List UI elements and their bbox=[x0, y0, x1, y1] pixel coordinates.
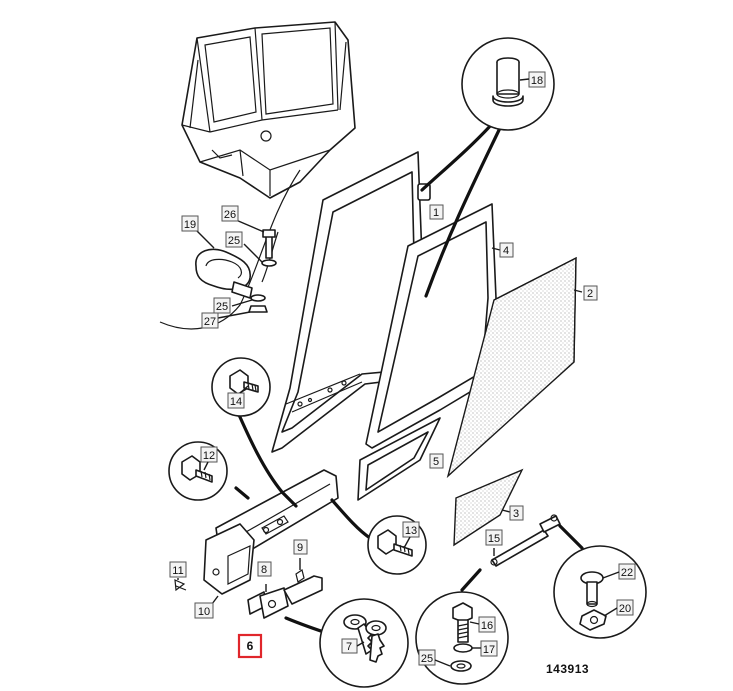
svg-text:3: 3 bbox=[513, 508, 519, 520]
gas-strut bbox=[490, 514, 561, 567]
bush-part bbox=[492, 57, 524, 107]
svg-text:15: 15 bbox=[488, 533, 500, 545]
svg-text:13: 13 bbox=[405, 525, 417, 537]
svg-text:25: 25 bbox=[421, 653, 433, 665]
callout-27: 27 bbox=[201, 312, 219, 329]
callout-7: 7 bbox=[341, 638, 358, 654]
callout-1: 1 bbox=[429, 204, 444, 220]
callout-13: 13 bbox=[402, 521, 420, 538]
detail-arc bbox=[159, 169, 301, 330]
svg-text:25: 25 bbox=[228, 235, 240, 247]
callout-20: 20 bbox=[616, 599, 634, 616]
callout-5: 5 bbox=[429, 453, 444, 469]
svg-text:26: 26 bbox=[224, 209, 236, 221]
callout-19: 19 bbox=[181, 215, 199, 232]
keys-part bbox=[343, 614, 387, 663]
svg-text:25: 25 bbox=[216, 301, 228, 313]
svg-text:19: 19 bbox=[184, 219, 196, 231]
svg-text:14: 14 bbox=[230, 396, 242, 408]
callout-26: 26 bbox=[221, 205, 239, 222]
drawing-number: 143913 bbox=[546, 662, 589, 676]
svg-text:17: 17 bbox=[483, 644, 495, 656]
callout-9: 9 bbox=[293, 539, 308, 555]
svg-text:9: 9 bbox=[297, 542, 303, 554]
pin-part bbox=[579, 571, 607, 631]
callout-25-mid: 25 bbox=[213, 297, 231, 314]
callout-6-highlighted[interactable]: 6 bbox=[237, 633, 263, 659]
callout-4: 4 bbox=[499, 242, 514, 258]
window-frame bbox=[365, 203, 497, 449]
callout-12: 12 bbox=[200, 446, 218, 463]
svg-text:22: 22 bbox=[621, 567, 633, 579]
svg-text:16: 16 bbox=[481, 620, 493, 632]
svg-text:18: 18 bbox=[531, 75, 543, 87]
bolt-12-part bbox=[181, 455, 213, 483]
lower-glass bbox=[453, 468, 524, 547]
svg-text:8: 8 bbox=[261, 564, 267, 576]
svg-text:6: 6 bbox=[247, 639, 254, 653]
svg-text:20: 20 bbox=[619, 603, 631, 615]
bolt-washer-part bbox=[450, 602, 473, 672]
callout-22: 22 bbox=[618, 563, 636, 580]
svg-text:11: 11 bbox=[172, 565, 183, 577]
svg-text:1: 1 bbox=[433, 207, 439, 219]
svg-text:2: 2 bbox=[587, 288, 593, 300]
bolt-14-part bbox=[229, 369, 259, 395]
callout-14: 14 bbox=[227, 392, 245, 409]
svg-text:4: 4 bbox=[503, 245, 509, 257]
screw bbox=[174, 579, 187, 592]
callout-11: 11 bbox=[169, 561, 187, 578]
svg-text:12: 12 bbox=[203, 450, 215, 462]
svg-text:5: 5 bbox=[433, 456, 439, 468]
callout-10: 10 bbox=[194, 602, 214, 619]
hinge-detail bbox=[195, 219, 277, 319]
callout-2: 2 bbox=[583, 285, 598, 301]
callout-25-bottom: 25 bbox=[418, 649, 436, 666]
callout-8: 8 bbox=[257, 561, 272, 577]
svg-text:27: 27 bbox=[204, 316, 216, 328]
callout-3: 3 bbox=[509, 505, 524, 521]
svg-text:10: 10 bbox=[198, 606, 210, 618]
svg-text:7: 7 bbox=[346, 641, 352, 653]
callout-25-top: 25 bbox=[225, 231, 243, 248]
callout-18: 18 bbox=[528, 71, 546, 88]
cab-frame bbox=[181, 21, 356, 199]
door-handle-parts bbox=[247, 569, 323, 619]
callout-17: 17 bbox=[480, 640, 498, 657]
callout-16: 16 bbox=[478, 616, 496, 633]
door-bar-assembly bbox=[203, 469, 339, 595]
callout-15: 15 bbox=[485, 529, 503, 546]
lower-frame bbox=[357, 417, 441, 501]
